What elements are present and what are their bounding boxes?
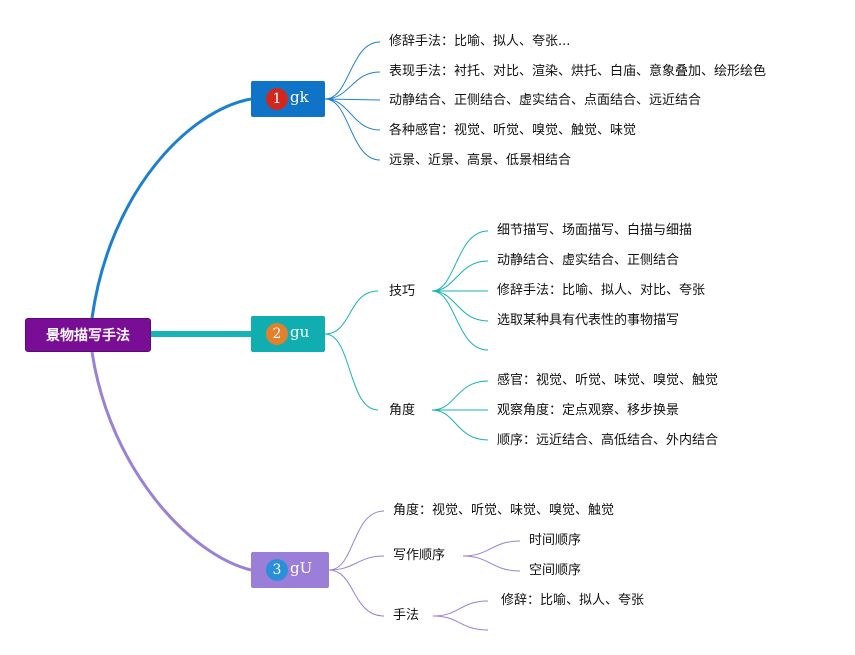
number-badge-1: 1 [266,88,288,110]
angle-item-1[interactable]: 感官：视觉、听觉、味觉、嗅觉、触觉 [497,373,719,388]
technique-item-4[interactable]: 选取某种具有代表性的事物描写 [497,313,680,328]
branch-3-item-method[interactable]: 手法 [393,608,420,623]
branch-2-links [324,230,489,441]
branch-1-links [324,41,381,161]
number-badge-3: 3 [266,559,288,581]
branch-1-label: gk [290,88,309,106]
subtopic-angle[interactable]: 角度 [389,403,416,418]
writing-order-time[interactable]: 时间顺序 [529,533,582,548]
technique-item-1[interactable]: 细节描写、场面描写、白描与细描 [497,223,693,238]
branch-2-node[interactable]: 2 gu [251,316,325,352]
subtopic-technique[interactable]: 技巧 [389,284,416,299]
branch-1-item-4[interactable]: 各种感官：视觉、听觉、嗅觉、触觉、味觉 [389,123,637,138]
angle-item-3[interactable]: 顺序：远近结合、高低结合、外内结合 [497,433,719,448]
branch-2-label: gu [290,323,310,341]
root-topic[interactable]: 景物描写手法 [25,318,151,352]
branch-3-label: gU [290,559,313,577]
technique-item-3[interactable]: 修辞手法：比喻、拟人、对比、夸张 [497,283,706,298]
branch-3-links [328,510,521,631]
technique-item-2[interactable]: 动静结合、虚实结合、正侧结合 [497,253,680,268]
link-root-branch-1 [90,97,252,319]
branch-1-item-2[interactable]: 表现手法：衬托、对比、渲染、烘托、白庙、意象叠加、绘形绘色 [389,64,767,79]
link-root-branch-3 [90,351,252,572]
branch-1-item-3[interactable]: 动静结合、正侧结合、虚实结合、点面结合、远近结合 [389,93,702,108]
branch-3-item-writing-order[interactable]: 写作顺序 [393,548,446,563]
branch-3-node[interactable]: 3 gU [251,552,329,588]
angle-item-2[interactable]: 观察角度：定点观察、移步换景 [497,403,680,418]
branch-1-item-1[interactable]: 修辞手法：比喻、拟人、夸张... [389,34,571,49]
number-badge-2: 2 [266,323,288,345]
branch-3-item-angle[interactable]: 角度：视觉、听觉、味觉、嗅觉、触觉 [393,503,615,518]
branch-1-item-5[interactable]: 远景、近景、高景、低景相结合 [389,153,572,168]
writing-order-space[interactable]: 空间顺序 [529,563,582,578]
method-rhetoric[interactable]: 修辞：比喻、拟人、夸张 [501,593,645,608]
branch-1-node[interactable]: 1 gk [251,81,325,117]
